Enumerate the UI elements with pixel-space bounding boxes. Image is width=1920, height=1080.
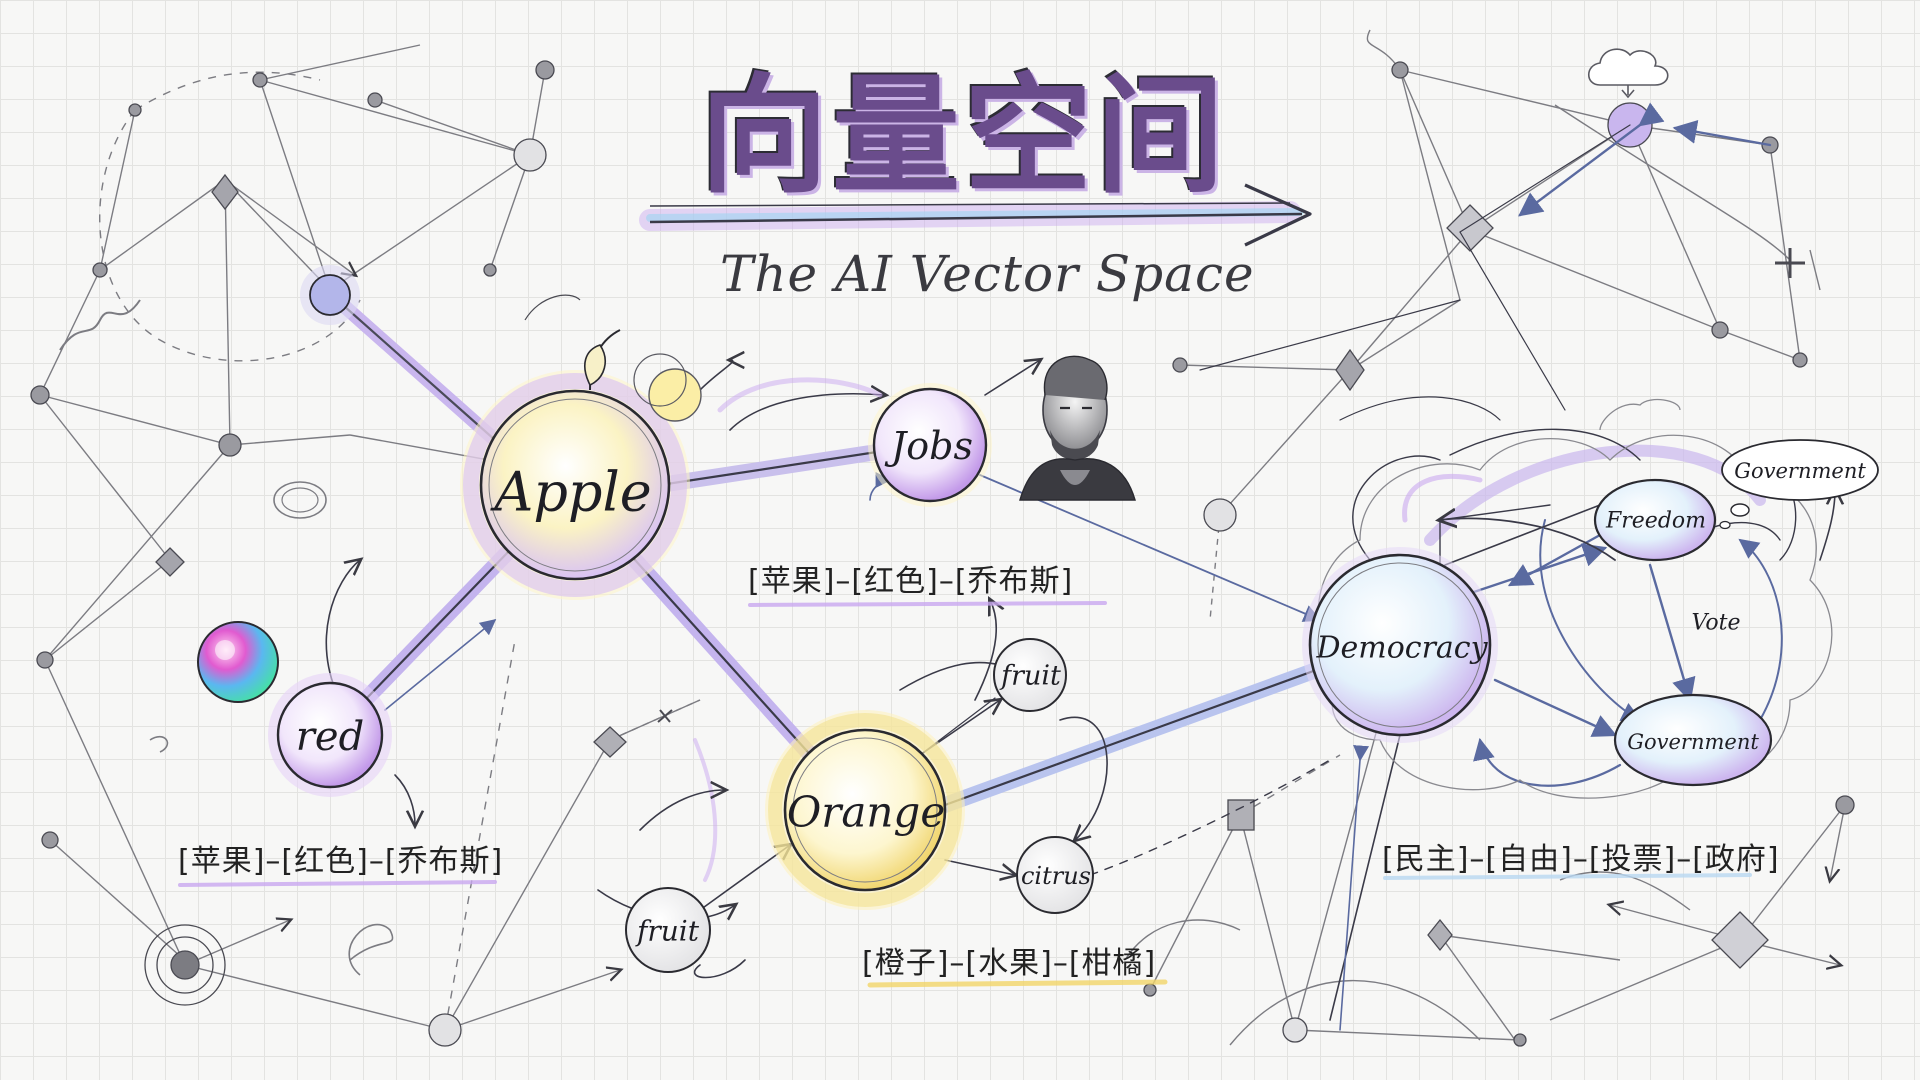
caption-orange-cluster: [橙子]–[水果]–[柑橘] xyxy=(862,946,1157,981)
cloud-icon xyxy=(1587,48,1669,99)
title-chinese: 向量空间 xyxy=(700,62,1229,211)
background-points-right xyxy=(1143,61,1855,1047)
node-government-right: Government xyxy=(1627,730,1759,754)
node-democracy: Democracy xyxy=(1316,630,1488,666)
node-freedom: Freedom xyxy=(1605,508,1707,534)
edge-label-vote: Vote xyxy=(1691,610,1741,636)
caption-red-cluster: [苹果]–[红色]–[乔布斯] xyxy=(178,844,504,879)
node-orange: Orange xyxy=(786,787,946,837)
node-citrus: citrus xyxy=(1020,862,1092,890)
node-fruit-top: fruit xyxy=(1001,660,1061,692)
primary-links xyxy=(325,291,1401,1031)
background-points-left xyxy=(30,60,627,1047)
node-fruit-bottom: fruit xyxy=(637,914,699,948)
title-arrow xyxy=(639,183,1312,247)
caption-democracy-cluster: [民主]–[自由]–[投票]–[政府] xyxy=(1382,842,1780,877)
node-government-top: Government xyxy=(1734,459,1866,483)
node-apple: Apple xyxy=(494,460,652,524)
cross-marks xyxy=(657,248,1805,723)
node-red: red xyxy=(295,714,365,760)
caption-underlines xyxy=(178,601,1752,988)
node-circles xyxy=(197,265,1879,973)
title-english: The AI Vector Space xyxy=(720,245,1255,303)
jobs-portrait-sketch xyxy=(1019,355,1136,501)
node-jobs: Jobs xyxy=(891,424,973,468)
caption-apple-cluster: [苹果]–[红色]–[乔布斯] xyxy=(748,564,1074,599)
